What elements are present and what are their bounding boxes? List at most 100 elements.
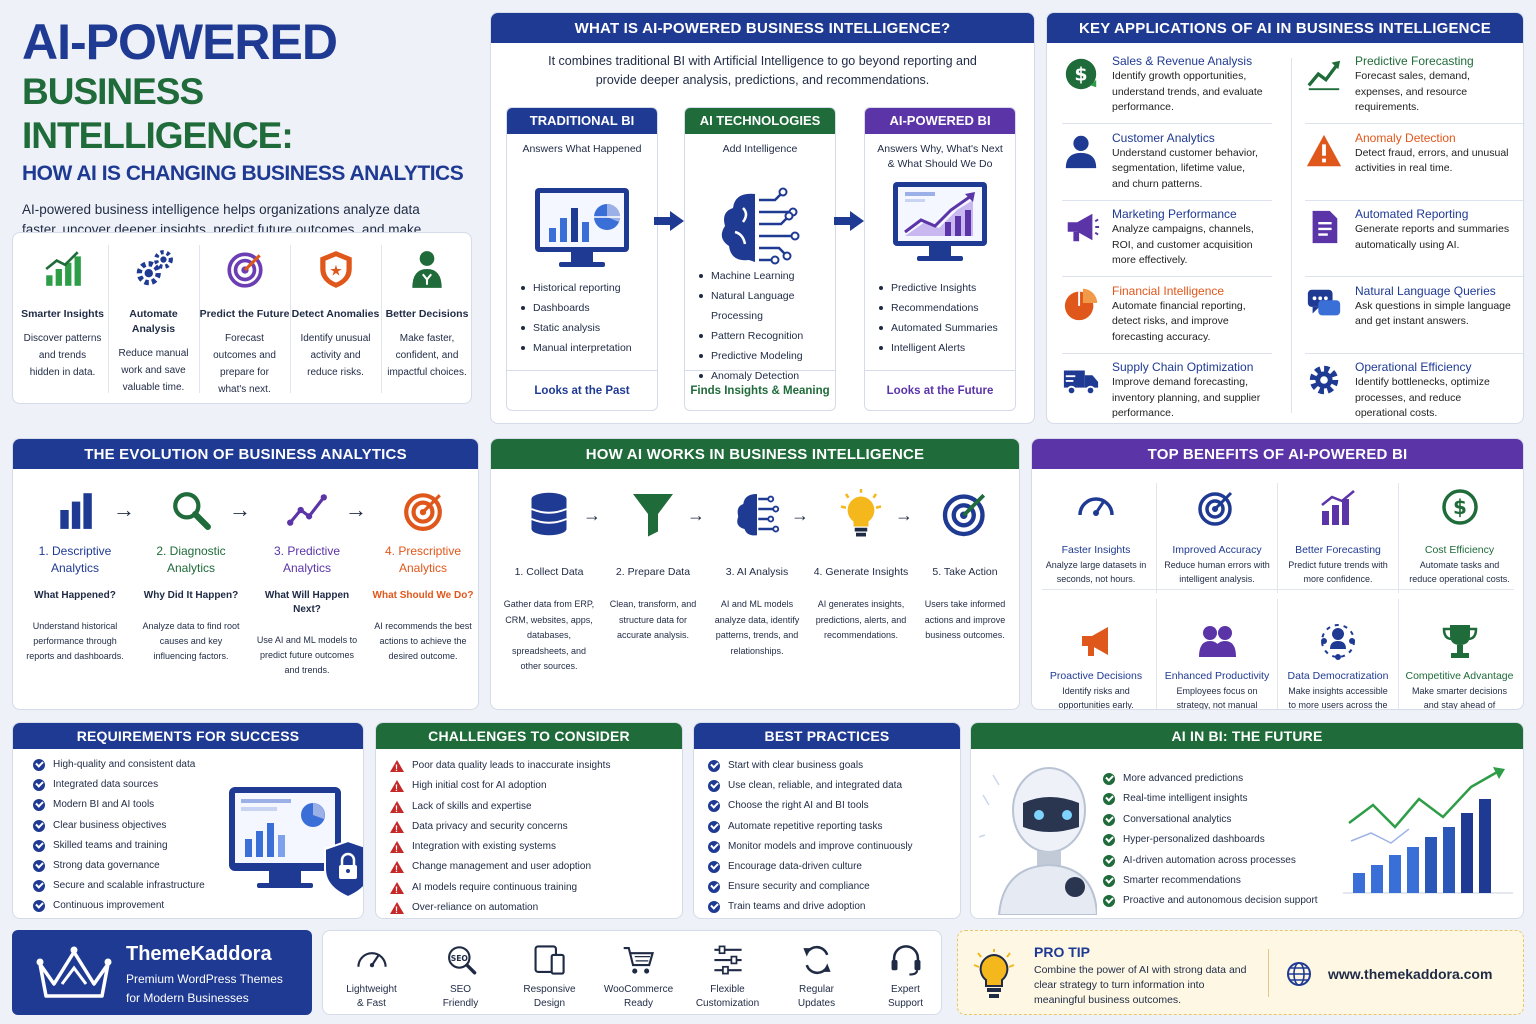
challenge-item: High initial cost for AI adoption — [390, 776, 610, 796]
bi-stage-subtitle: Answers What Happened — [522, 143, 642, 155]
challenges-title: CHALLENGES TO CONSIDER — [376, 723, 682, 749]
bi-stage-item: Historical reporting — [521, 278, 632, 298]
application-icon-wrap: $ — [1062, 55, 1100, 93]
application-desc: Improve demand forecasting, inventory pl… — [1112, 376, 1261, 419]
benefit-title: Faster Insights — [1061, 544, 1131, 556]
benefit-title: Proactive Decisions — [1049, 670, 1143, 682]
analytics-stage-desc: Use AI and ML models to predict future o… — [256, 635, 358, 675]
bi-stage-item: Predictive Insights — [879, 278, 998, 298]
flow-arrow-icon — [834, 210, 864, 232]
benefit-title: Cost Efficiency — [1424, 544, 1495, 556]
user-icon — [1065, 135, 1097, 168]
application-icon-wrap — [1062, 285, 1100, 323]
brand-box: ThemeKaddora Premium WordPress Themes fo… — [12, 930, 312, 1015]
requirement-item: Strong data governance — [33, 856, 205, 876]
application-desc: Analyze campaigns, channels, ROI, and cu… — [1112, 223, 1254, 266]
trophy-icon — [1442, 625, 1477, 658]
practices-title: BEST PRACTICES — [694, 723, 960, 749]
challenge-item: AI models require continuous training — [390, 878, 610, 898]
application-desc: Identify bottlenecks, optimize processes… — [1355, 376, 1490, 419]
application-title: Sales & Revenue Analysis — [1112, 54, 1253, 68]
benefit-desc: Analyze large datasets in seconds, not h… — [1045, 560, 1147, 584]
process-step-desc: AI and ML models analyze data, identify … — [714, 599, 800, 656]
flow-arrow-icon: → — [113, 497, 135, 522]
dollar-icon: $ — [1441, 489, 1478, 525]
challenges-panel: CHALLENGES TO CONSIDER Poor data quality… — [375, 722, 683, 919]
megaphone-icon — [1082, 627, 1108, 656]
future-item: More advanced predictions — [1103, 769, 1318, 789]
title-block: AI-POWERED BUSINESS INTELLIGENCE: HOW AI… — [22, 14, 472, 260]
gear-icon — [1309, 365, 1339, 395]
analytics-stage-question: What Will Happen Next? — [264, 590, 350, 615]
future-item: Proactive and autonomous decision suppor… — [1103, 891, 1318, 911]
application-desc: Detect fraud, errors, and unusual activi… — [1355, 146, 1509, 175]
benefit-title: Improved Accuracy — [1172, 544, 1262, 556]
application-desc: Understand customer behavior, segmentati… — [1112, 146, 1258, 190]
application-title: Marketing Performance — [1112, 207, 1237, 221]
team-icon — [1199, 626, 1236, 657]
pro-tip-title: PRO TIP — [1034, 944, 1091, 960]
page-title-line1: AI-POWERED — [22, 14, 338, 70]
pro-tip-box: PRO TIP Combine the power of AI with str… — [957, 930, 1524, 1015]
flow-arrow-icon: → — [895, 505, 913, 525]
bi-stage-subtitle: Add Intelligence — [722, 143, 798, 155]
bi-stage-item: Predictive Modeling — [699, 346, 835, 366]
dashboard-monitor-icon — [535, 188, 629, 267]
network-user-icon — [1321, 624, 1355, 660]
benefit-title: Enhanced Productivity — [1164, 670, 1270, 682]
application-title: Automated Reporting — [1355, 207, 1469, 221]
bi-stage-footer: Looks at the Future — [865, 370, 1015, 410]
divider — [1291, 58, 1292, 413]
footer-feature-label: & Fast — [357, 998, 386, 1009]
process-step-desc: AI generates insights, predictions, aler… — [815, 599, 907, 640]
bi-stage-item: Manual interpretation — [521, 338, 632, 358]
challenge-item: Poor data quality leads to inaccurate in… — [390, 756, 610, 776]
gears-icon — [136, 250, 173, 286]
divider — [1305, 123, 1523, 124]
footer-feature-label: Responsive — [523, 984, 576, 995]
process-step-desc: Gather data from ERP, CRM, websites, app… — [503, 599, 595, 671]
application-title: Financial Intelligence — [1112, 283, 1225, 298]
bi-stage-title: AI-POWERED BI — [865, 108, 1015, 134]
requirement-item: High-quality and consistent data — [33, 755, 205, 775]
feature-desc: Identify unusual activity and reduce ris… — [300, 333, 371, 378]
feature-title: Better Decisions — [385, 308, 469, 320]
footer-feature-label: Customization — [695, 998, 760, 1009]
analytics-stage-question: What Should We Do? — [372, 590, 474, 601]
requirements-title: REQUIREMENTS FOR SUCCESS — [13, 723, 363, 749]
future-item: Real-time intelligent insights — [1103, 789, 1318, 809]
bi-stage-footer: Looks at the Past — [507, 370, 657, 410]
challenge-item: Data privacy and security concerns — [390, 817, 610, 837]
dashboard-monitor-icon — [893, 182, 987, 261]
magnifier-icon — [173, 492, 211, 530]
challenge-item: Lack of skills and expertise — [390, 797, 610, 817]
page-subtitle: HOW AI IS CHANGING BUSINESS ANALYTICS — [22, 162, 464, 185]
application-icon-wrap — [1062, 132, 1100, 170]
practice-item: Choose the right AI and BI tools — [708, 796, 913, 816]
benefit-desc: Automate tasks and reduce operational co… — [1409, 560, 1510, 584]
application-title: Supply Chain Optimization — [1112, 360, 1254, 374]
bi-stage-item: Dashboards — [521, 298, 632, 318]
growth-bar-chart-illustration — [1343, 767, 1513, 894]
website-link[interactable]: www.themekaddora.com — [1328, 966, 1493, 982]
robot-illustration — [979, 767, 1097, 915]
application-desc: Ask questions in simple language and get… — [1355, 299, 1511, 328]
future-item: Hyper-personalized dashboards — [1103, 830, 1318, 850]
database-icon — [531, 492, 567, 536]
application-title: Anomaly Detection — [1355, 130, 1456, 145]
trend-up-icon — [1307, 60, 1341, 91]
bi-stage-item: Anomaly Detection — [699, 366, 835, 386]
footer-feature-label: Friendly — [442, 998, 479, 1009]
